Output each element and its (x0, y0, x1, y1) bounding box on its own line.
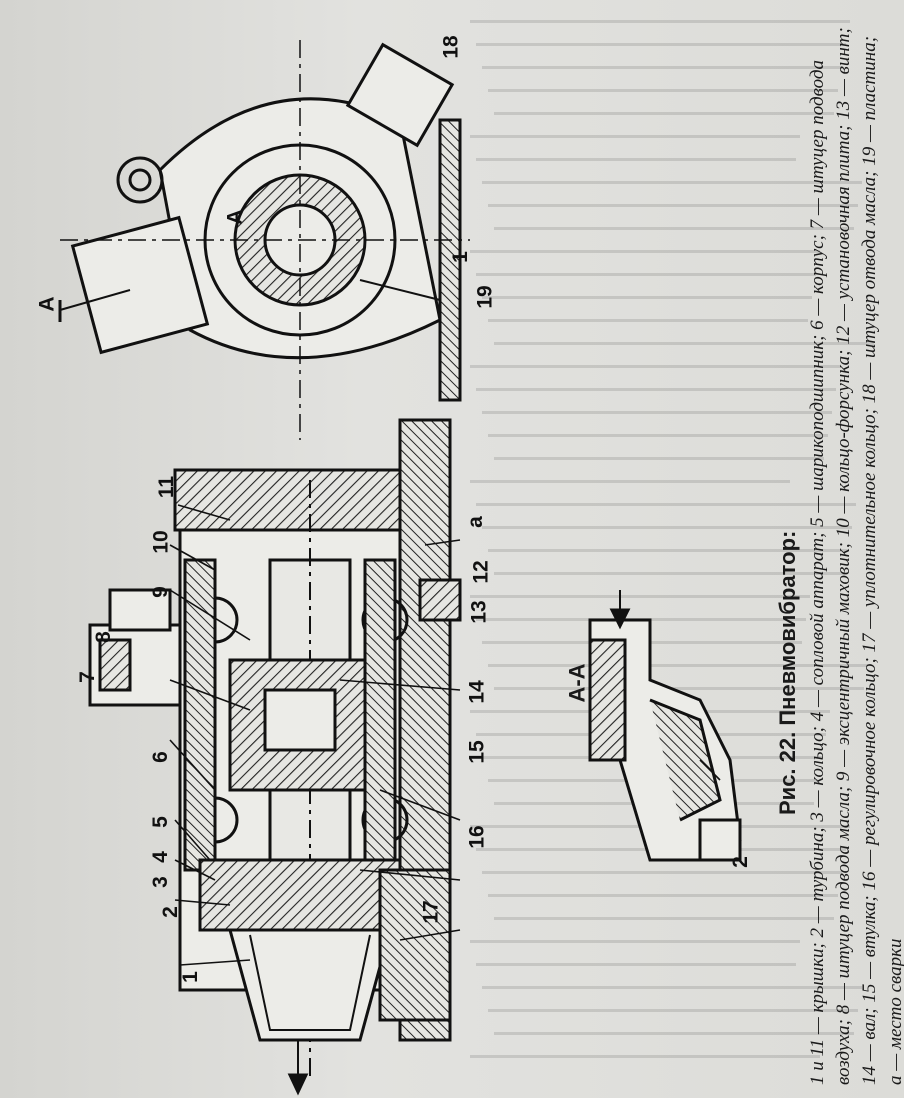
section-arrow-a-left: A (35, 296, 59, 312)
bleed-through-line (482, 986, 862, 989)
callout-10: 10 (149, 530, 173, 554)
bleed-through-line (476, 503, 856, 506)
figure-title: Рис. 22. Пневмовибратор: (775, 530, 800, 815)
bleed-through-line (470, 135, 800, 138)
bleed-through-line (494, 1032, 854, 1035)
bleed-through-line (470, 20, 850, 23)
main-section-view (88, 418, 462, 1096)
bleed-through-line (482, 411, 832, 414)
callout-1-top: 1 (448, 251, 472, 263)
bleed-through-line (488, 204, 858, 207)
bleed-through-line (482, 66, 842, 69)
bleed-through-line (476, 273, 816, 276)
bleed-through-line (476, 963, 796, 966)
bleed-through-line (482, 181, 862, 184)
bleed-through-line (494, 917, 834, 920)
callout-5: 5 (148, 816, 172, 828)
bleed-through-line (482, 526, 852, 529)
bleed-through-line (494, 227, 854, 230)
callout-17: 17 (419, 900, 443, 924)
callout-4: 4 (148, 851, 172, 863)
bleed-through-line (470, 480, 790, 483)
bleed-through-line (476, 158, 796, 161)
bleed-through-line (470, 1055, 820, 1058)
callout-15: 15 (465, 740, 489, 764)
callout-12: 12 (469, 560, 493, 584)
callout-a: a (463, 516, 487, 528)
section-arrow-a-top: A (223, 209, 247, 225)
callout-6: 6 (148, 751, 172, 763)
bleed-through-line (494, 457, 824, 460)
bleed-through-line (494, 687, 864, 690)
callout-7: 7 (75, 671, 99, 683)
section-label: A-A (564, 663, 590, 703)
figure-legend: 1 и 11 — крышки; 2 — турбина; 3 — кольцо… (807, 27, 904, 1085)
callout-16: 16 (465, 825, 489, 849)
bleed-through-line (470, 940, 800, 943)
top-view (58, 40, 470, 440)
bleed-through-line (482, 296, 812, 299)
callout-2-section: 2 (728, 856, 752, 868)
callout-1: 1 (178, 971, 202, 983)
bleed-through-line (476, 43, 846, 46)
callout-19: 19 (473, 285, 497, 309)
bleed-through-line (488, 894, 838, 897)
bleed-through-line (494, 342, 874, 345)
bleed-through-line (470, 365, 840, 368)
bleed-through-line (488, 319, 808, 322)
callout-18: 18 (439, 35, 463, 59)
bleed-through-line (494, 572, 844, 575)
bleed-through-line (494, 112, 834, 115)
callout-8: 8 (91, 631, 115, 643)
callout-13: 13 (467, 600, 491, 624)
figure-caption: Рис. 22. Пневмовибратор: 1 и 11 — крышки… (775, 25, 904, 1085)
bleed-through-line (488, 549, 848, 552)
bleed-through-line (488, 89, 838, 92)
bleed-through-line (476, 388, 836, 391)
callout-3: 3 (148, 876, 172, 888)
callout-9: 9 (148, 586, 172, 598)
bleed-through-line (488, 434, 828, 437)
callout-2: 2 (158, 906, 182, 918)
bleed-through-line (488, 1009, 858, 1012)
section-a-a-view (588, 590, 742, 862)
bleed-through-line (488, 664, 868, 667)
callout-leaders (169, 504, 461, 966)
bleed-through-line (482, 871, 842, 874)
callout-14: 14 (465, 680, 489, 704)
callout-11: 11 (155, 475, 179, 499)
bleed-through-line (470, 595, 810, 598)
bleed-through-line (470, 250, 820, 253)
